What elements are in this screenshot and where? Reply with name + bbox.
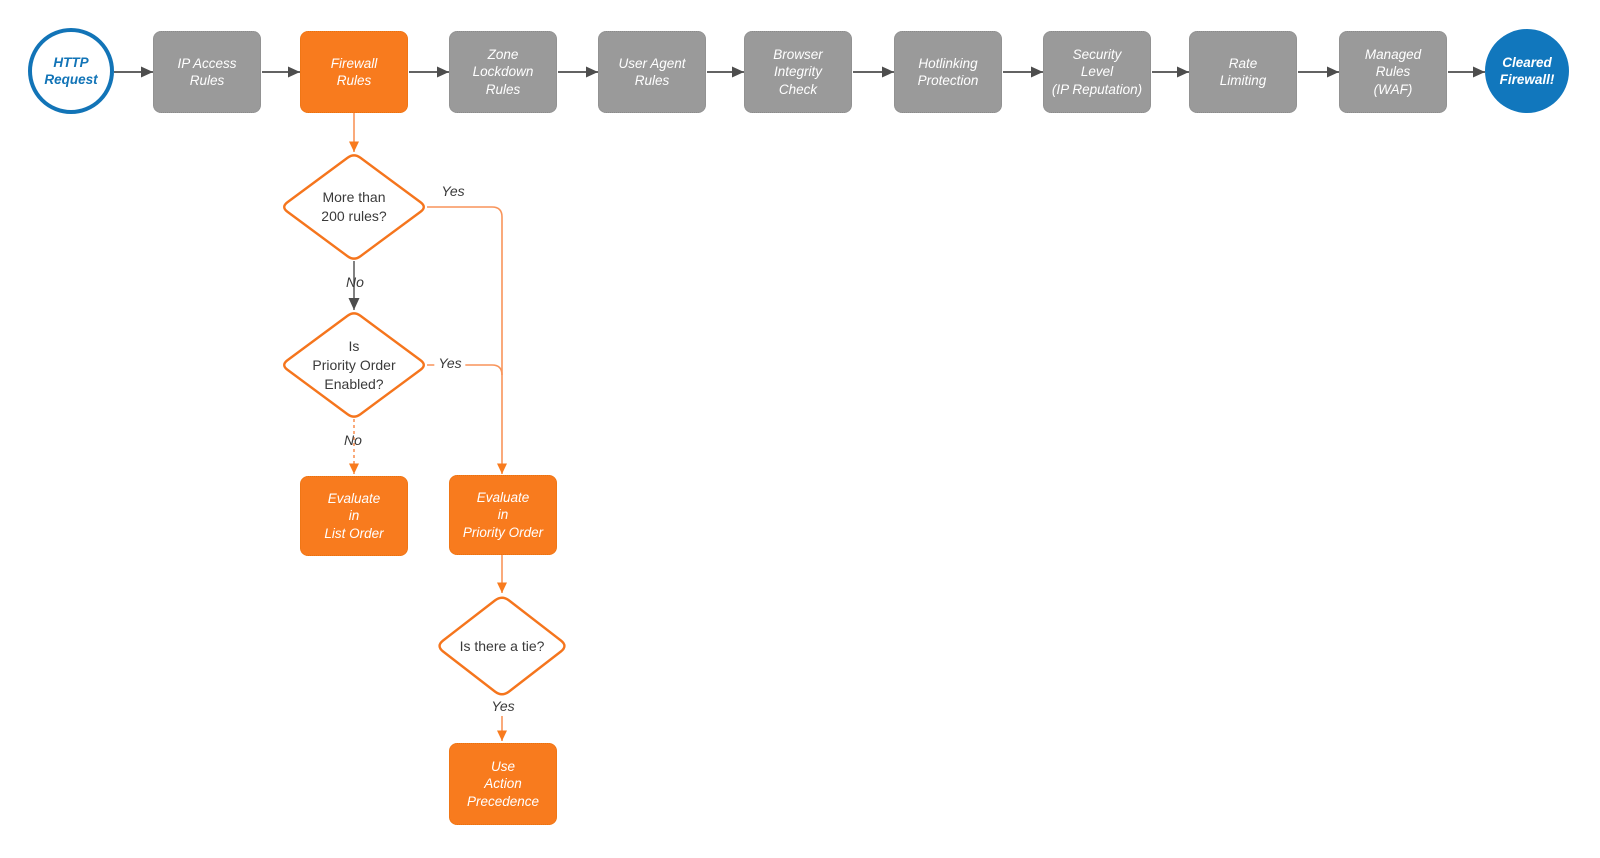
node-evaluate-priority-order: Evaluate in Priority Order: [449, 475, 557, 555]
edge-label-decision3-yes: Yes: [491, 698, 515, 714]
node-evaluate-list-order: Evaluate in List Order: [300, 476, 408, 556]
node-managed-rules-waf: Managed Rules (WAF): [1339, 31, 1447, 113]
node-zone-lockdown-rules: Zone Lockdown Rules: [449, 31, 557, 113]
node-firewall-rules-label: Firewall Rules: [330, 55, 378, 89]
decision-diamond-priority-enabled: [283, 312, 425, 418]
node-managed-rules-waf-label: Managed Rules (WAF): [1364, 46, 1422, 97]
edge-label-decision2-yes: Yes: [434, 355, 466, 371]
node-firewall-rules: Firewall Rules: [300, 31, 408, 113]
node-security-level-label: Security Level (IP Reputation): [1051, 46, 1143, 97]
node-user-agent-rules-label: User Agent Rules: [618, 55, 686, 89]
node-rate-limiting-label: Rate Limiting: [1219, 55, 1267, 89]
node-hotlinking-protection: Hotlinking Protection: [894, 31, 1002, 113]
edge-label-decision2-no: No: [344, 432, 362, 448]
decision-tie-label: Is there a tie?: [459, 638, 545, 654]
node-use-action-precedence-label: Use Action Precedence: [466, 758, 540, 809]
node-cleared-firewall-label: Cleared Firewall!: [1499, 55, 1555, 87]
node-use-action-precedence: Use Action Precedence: [449, 743, 557, 825]
node-cleared-firewall: Cleared Firewall!: [1485, 29, 1569, 113]
edge-label-decision1-no: No: [346, 274, 364, 290]
node-http-request: HTTP Request: [28, 28, 114, 114]
node-hotlinking-protection-label: Hotlinking Protection: [917, 55, 979, 89]
edge-decision2-yes-merge: [427, 364, 503, 376]
edge-label-decision1-yes: Yes: [441, 183, 465, 199]
node-evaluate-priority-order-label: Evaluate in Priority Order: [462, 489, 544, 540]
node-zone-lockdown-rules-label: Zone Lockdown Rules: [472, 46, 534, 97]
decision-priority-enabled-label: Is Priority Order Enabled?: [312, 338, 396, 392]
node-ip-access-rules-label: IP Access Rules: [177, 55, 237, 89]
node-ip-access-rules: IP Access Rules: [153, 31, 261, 113]
decision-diamond-more-than-200: [283, 154, 425, 260]
node-evaluate-list-order-label: Evaluate in List Order: [324, 490, 384, 541]
node-security-level: Security Level (IP Reputation): [1043, 31, 1151, 113]
node-browser-integrity-check-label: Browser Integrity Check: [773, 46, 823, 97]
decision-more-than-200-label: More than 200 rules?: [321, 189, 387, 224]
decision-diamond-tie: [438, 596, 566, 696]
node-http-request-label: HTTP Request: [44, 55, 98, 87]
node-rate-limiting: Rate Limiting: [1189, 31, 1297, 113]
node-browser-integrity-check: Browser Integrity Check: [744, 31, 852, 113]
edge-decision1-yes-to-priority-order: [427, 206, 507, 474]
node-user-agent-rules: User Agent Rules: [598, 31, 706, 113]
